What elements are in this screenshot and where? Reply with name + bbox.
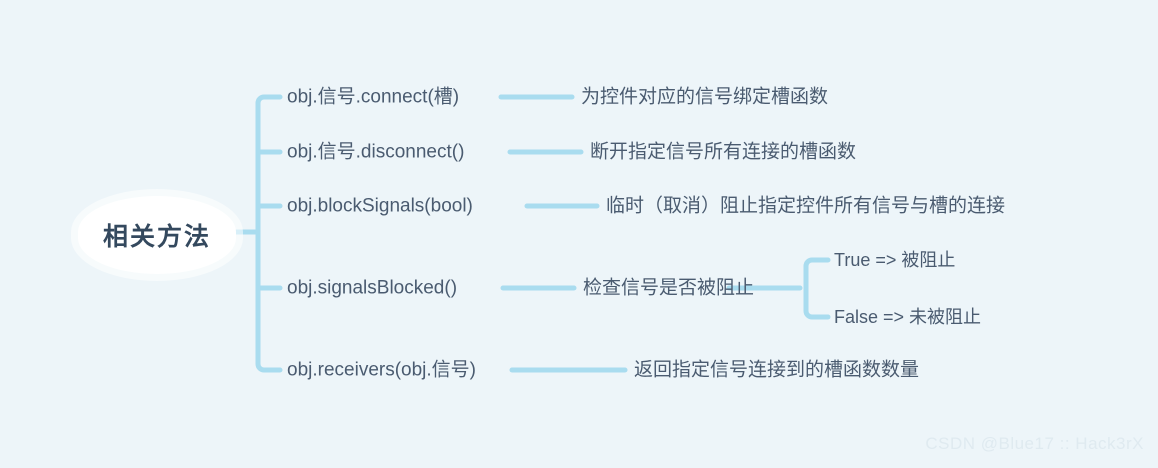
branch-method-5[interactable]: obj.receivers(obj.信号) [287,359,476,381]
root-node[interactable]: 相关方法 [78,196,236,274]
branch-description-3[interactable]: 临时（取消）阻止指定控件所有信号与槽的连接 [606,195,1006,217]
root-node-label: 相关方法 [102,223,211,251]
branch-method-1[interactable]: obj.信号.connect(槽) [287,86,460,108]
branch-method-4[interactable]: obj.signalsBlocked() [287,277,458,299]
branch-method-3[interactable]: obj.blockSignals(bool) [287,195,473,217]
branch-description-2[interactable]: 断开指定信号所有连接的槽函数 [590,141,857,163]
branch-description-4[interactable]: 检查信号是否被阻止 [583,277,755,299]
leaf-node-true[interactable]: True => 被阻止 [834,250,956,270]
subbranch-trunk-line [803,257,831,320]
branch-description-5[interactable]: 返回指定信号连接到的槽函数数量 [634,359,920,381]
branch-description-1[interactable]: 为控件对应的信号绑定槽函数 [581,86,829,108]
branch-method-2[interactable]: obj.信号.disconnect() [287,141,465,163]
leaf-node-false[interactable]: False => 未被阻止 [834,307,982,327]
main-trunk-line [255,94,283,373]
root-node-shape [78,196,236,274]
watermark-text: CSDN @Blue17 :: Hack3rX [925,434,1144,453]
